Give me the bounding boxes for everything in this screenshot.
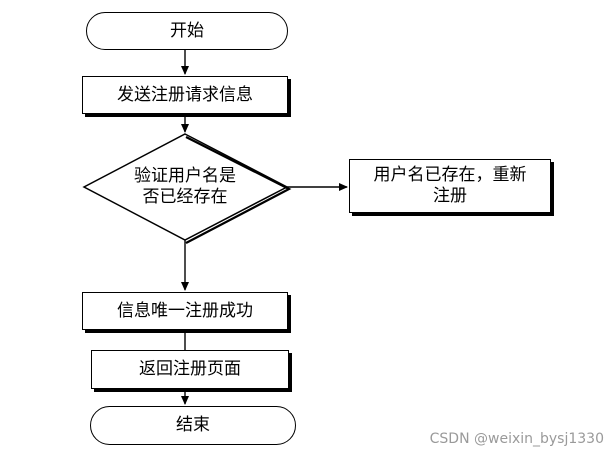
start-terminal: 开始 [86, 12, 288, 50]
register-success-label: 信息唯一注册成功 [117, 300, 253, 321]
return-page-label: 返回注册页面 [139, 359, 241, 379]
decision-label-line2: 否已经存在 [142, 187, 228, 207]
username-exists-step: 用户名已存在，重新 注册 [349, 159, 551, 213]
end-terminal: 结束 [90, 406, 296, 445]
decision-text: 验证用户名是 否已经存在 [110, 164, 260, 210]
return-page-step: 返回注册页面 [91, 350, 289, 389]
username-exists-line2: 注册 [433, 186, 467, 206]
start-label: 开始 [170, 20, 204, 41]
send-request-step: 发送注册请求信息 [82, 76, 288, 114]
end-label: 结束 [176, 415, 210, 435]
csdn-watermark: CSDN @weixin_bysj1330 [429, 431, 604, 447]
register-success-step: 信息唯一注册成功 [82, 292, 288, 330]
decision-label-line1: 验证用户名是 [134, 166, 236, 186]
username-exists-line1: 用户名已存在，重新 [373, 165, 527, 185]
send-request-label: 发送注册请求信息 [117, 84, 253, 105]
